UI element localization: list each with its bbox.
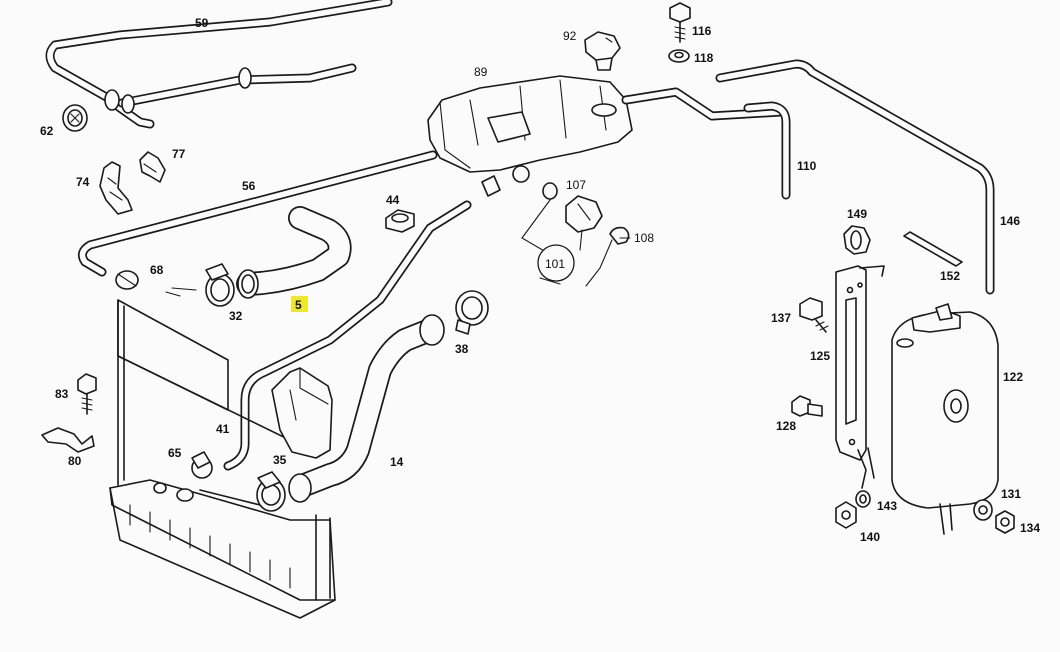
label-59[interactable]: 59 bbox=[195, 16, 209, 30]
label-41[interactable]: 41 bbox=[216, 422, 230, 436]
part-35-clamp[interactable] bbox=[256, 471, 286, 512]
label-92[interactable]: 92 bbox=[563, 29, 577, 43]
label-107[interactable]: 107 bbox=[566, 178, 586, 192]
label-149[interactable]: 149 bbox=[847, 207, 867, 221]
part-122-reservoir[interactable] bbox=[891, 303, 999, 535]
label-122[interactable]: 122 bbox=[1003, 370, 1023, 384]
label-118[interactable]: 118 bbox=[694, 51, 714, 65]
label-108[interactable]: 108 bbox=[634, 231, 654, 245]
highlight-box bbox=[291, 296, 308, 312]
part-116-bolt[interactable] bbox=[669, 2, 691, 43]
label-152[interactable]: 152 bbox=[940, 269, 960, 283]
part-14-hose[interactable] bbox=[288, 314, 445, 503]
part-59-pipe[interactable] bbox=[45, 0, 393, 129]
label-56[interactable]: 56 bbox=[242, 179, 256, 193]
label-110[interactable]: 110 bbox=[797, 159, 817, 173]
part-143-washer[interactable] bbox=[855, 490, 871, 508]
label-89[interactable]: 89 bbox=[474, 65, 488, 79]
label-35[interactable]: 35 bbox=[273, 453, 287, 467]
part-137-screw[interactable] bbox=[799, 297, 829, 333]
label-125[interactable]: 125 bbox=[810, 349, 830, 363]
label-77[interactable]: 77 bbox=[172, 147, 186, 161]
label-131[interactable]: 131 bbox=[1001, 487, 1021, 501]
part-80-bracket[interactable] bbox=[41, 427, 95, 453]
part-128-bolt[interactable] bbox=[791, 395, 823, 417]
label-146[interactable]: 146 bbox=[1000, 214, 1020, 228]
label-116[interactable]: 116 bbox=[692, 24, 712, 38]
part-101-group-marker[interactable] bbox=[521, 199, 613, 287]
part-44-grommet[interactable] bbox=[385, 209, 415, 233]
label-140[interactable]: 140 bbox=[860, 530, 880, 544]
label-44[interactable]: 44 bbox=[386, 193, 400, 207]
part-140-nut[interactable] bbox=[835, 501, 857, 529]
part-41-pipe[interactable] bbox=[223, 200, 472, 471]
label-32[interactable]: 32 bbox=[229, 309, 243, 323]
label-101[interactable]: 101 bbox=[545, 257, 565, 271]
part-92-cap[interactable] bbox=[584, 31, 621, 71]
part-77-clip[interactable] bbox=[139, 151, 166, 183]
radiator bbox=[109, 299, 336, 619]
label-128[interactable]: 128 bbox=[776, 419, 796, 433]
part-146-pipe[interactable] bbox=[715, 59, 995, 295]
label-137[interactable]: 137 bbox=[771, 311, 791, 325]
part-108-clip[interactable] bbox=[609, 226, 630, 245]
part-68-clip[interactable] bbox=[115, 270, 139, 290]
part-5-hose[interactable] bbox=[236, 206, 352, 299]
part-118-washer[interactable] bbox=[668, 49, 690, 63]
label-134[interactable]: 134 bbox=[1020, 521, 1040, 535]
part-83-screw[interactable] bbox=[77, 373, 97, 415]
part-134-nut[interactable] bbox=[995, 510, 1015, 534]
part-65-clamp[interactable] bbox=[191, 451, 213, 479]
label-68[interactable]: 68 bbox=[150, 263, 164, 277]
label-5[interactable]: 5 bbox=[295, 298, 302, 312]
part-62-cap[interactable] bbox=[62, 104, 88, 132]
label-143[interactable]: 143 bbox=[877, 499, 897, 513]
label-83[interactable]: 83 bbox=[55, 387, 69, 401]
part-125-bracket[interactable] bbox=[835, 265, 885, 489]
part-32-clamp[interactable] bbox=[205, 263, 235, 307]
part-110-pipe[interactable] bbox=[621, 87, 791, 200]
part-74-bracket[interactable] bbox=[99, 161, 133, 215]
part-152-strip[interactable] bbox=[903, 231, 963, 267]
label-65[interactable]: 65 bbox=[168, 446, 182, 460]
label-14[interactable]: 14 bbox=[390, 455, 404, 469]
label-80[interactable]: 80 bbox=[68, 454, 82, 468]
label-62[interactable]: 62 bbox=[40, 124, 54, 138]
label-38[interactable]: 38 bbox=[455, 342, 469, 356]
part-131-washer[interactable] bbox=[973, 499, 993, 521]
part-89-expansion-tank[interactable] bbox=[427, 75, 633, 197]
part-56-pipe[interactable] bbox=[77, 150, 438, 277]
part-38-clamp[interactable] bbox=[455, 290, 489, 335]
part-107-sensor[interactable] bbox=[542, 182, 603, 233]
part-149-grommet[interactable] bbox=[843, 225, 871, 255]
label-74[interactable]: 74 bbox=[76, 175, 90, 189]
